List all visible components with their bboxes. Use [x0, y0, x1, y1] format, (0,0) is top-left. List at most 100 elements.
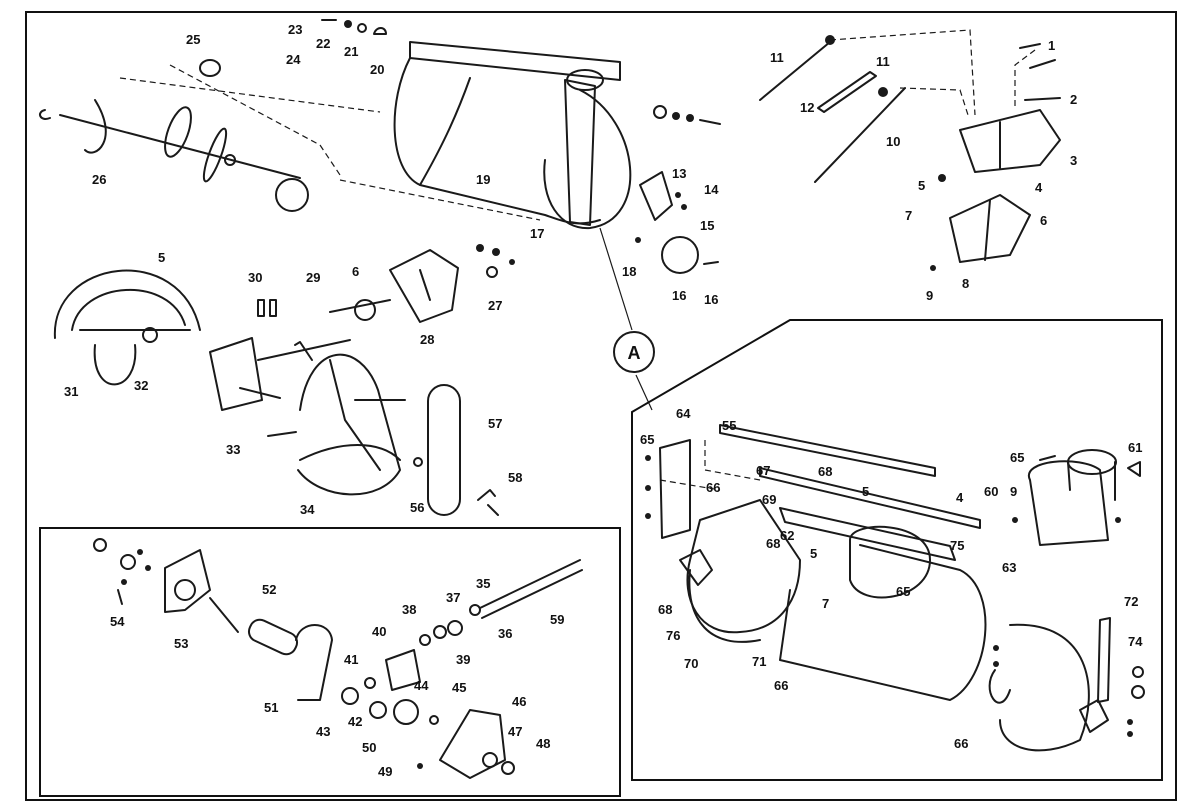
part-label: 11 [876, 54, 890, 69]
part-label: 9 [1010, 484, 1017, 499]
part-label: 15 [700, 218, 714, 233]
part-label: 47 [508, 724, 522, 739]
part-label: 67 [756, 463, 770, 478]
part-label: 56 [410, 500, 424, 515]
part-label: 63 [1002, 560, 1016, 575]
impeller-side [53, 269, 351, 411]
part-label: 59 [550, 612, 564, 627]
part-label: 61 [1128, 440, 1142, 455]
belt [427, 384, 499, 516]
part-label: 45 [452, 680, 466, 695]
part-label: 54 [110, 614, 125, 629]
part-label: 29 [306, 270, 320, 285]
part-label: 33 [226, 442, 240, 457]
part-label: 8 [962, 276, 969, 291]
part-label: 25 [186, 32, 200, 47]
part-label: 66 [774, 678, 788, 693]
part-label: 41 [344, 652, 358, 667]
hardware-row-top [321, 19, 387, 35]
gearbox-assembly [93, 538, 583, 779]
part-label: 4 [956, 490, 964, 505]
part-label: 5 [918, 178, 925, 193]
part-label: 21 [344, 44, 358, 59]
part-label: 19 [476, 172, 490, 187]
part-label: 44 [414, 678, 429, 693]
outer-frame [25, 11, 1177, 801]
part-label: 65 [896, 584, 910, 599]
part-label: 3 [1070, 153, 1077, 168]
part-label: 68 [658, 602, 672, 617]
part-label: 76 [666, 628, 680, 643]
part-label: 70 [684, 656, 698, 671]
part-label: 14 [704, 182, 719, 197]
part-label: 35 [476, 576, 490, 591]
part-label: 2 [1070, 92, 1077, 107]
part-label: 69 [762, 492, 776, 507]
part-label: 52 [262, 582, 276, 597]
part-label: 9 [926, 288, 933, 303]
part-label: 71 [752, 654, 766, 669]
part-label: 22 [316, 36, 330, 51]
part-label: 65 [640, 432, 654, 447]
part-label: 51 [264, 700, 278, 715]
part-label: 68 [766, 536, 780, 551]
part-label: 36 [498, 626, 512, 641]
part-label: 1 [1048, 38, 1055, 53]
part-label: 43 [316, 724, 330, 739]
auger-housing [119, 41, 653, 411]
part-label: 23 [288, 22, 302, 37]
part-label: 18 [622, 264, 636, 279]
part-label: 55 [722, 418, 736, 433]
part-label: 5 [810, 546, 817, 561]
inset-panel-gearbox [39, 527, 621, 797]
part-label: 16 [672, 288, 686, 303]
part-label: 31 [64, 384, 78, 399]
part-label: 6 [1040, 213, 1047, 228]
part-label: 5 [158, 250, 165, 265]
part-label: 34 [300, 502, 315, 517]
part-label: 10 [886, 134, 900, 149]
part-label: 66 [706, 480, 720, 495]
part-label: 7 [905, 208, 912, 223]
part-label: 32 [134, 378, 148, 393]
discharge-housing [645, 424, 1145, 752]
part-label: 26 [92, 172, 106, 187]
part-label: 28 [420, 332, 434, 347]
part-label: 74 [1128, 634, 1143, 649]
part-label: 11 [770, 50, 784, 65]
part-label: 5 [862, 484, 869, 499]
part-label: 60 [984, 484, 998, 499]
part-label: 66 [954, 736, 968, 751]
part-label: 37 [446, 590, 460, 605]
part-label: 40 [372, 624, 386, 639]
part-label: 4 [1035, 180, 1043, 195]
inset-panel-discharge [631, 319, 1163, 781]
part-label: 48 [536, 736, 550, 751]
part-label: 39 [456, 652, 470, 667]
callout-A: A [613, 331, 655, 373]
auger-shaft-assembly [39, 59, 309, 212]
part-label: 49 [378, 764, 392, 779]
part-label: 12 [800, 100, 814, 115]
part-label: 7 [822, 596, 829, 611]
chute-hardware [635, 105, 721, 274]
part-label: 27 [488, 298, 502, 313]
part-label: 62 [780, 528, 794, 543]
part-label: 65 [1010, 450, 1024, 465]
part-label: 64 [676, 406, 691, 421]
part-label: 20 [370, 62, 384, 77]
part-label: 75 [950, 538, 964, 553]
part-label: 13 [672, 166, 686, 181]
part-label: 16 [704, 292, 718, 307]
part-label: 38 [402, 602, 416, 617]
part-label: 57 [488, 416, 502, 431]
auger-spiral [267, 353, 423, 496]
part-label: 17 [530, 226, 544, 241]
part-label: 24 [286, 52, 301, 67]
part-label: 46 [512, 694, 526, 709]
impeller-fan [329, 244, 515, 323]
part-label: 6 [352, 264, 359, 279]
part-label: 58 [508, 470, 522, 485]
